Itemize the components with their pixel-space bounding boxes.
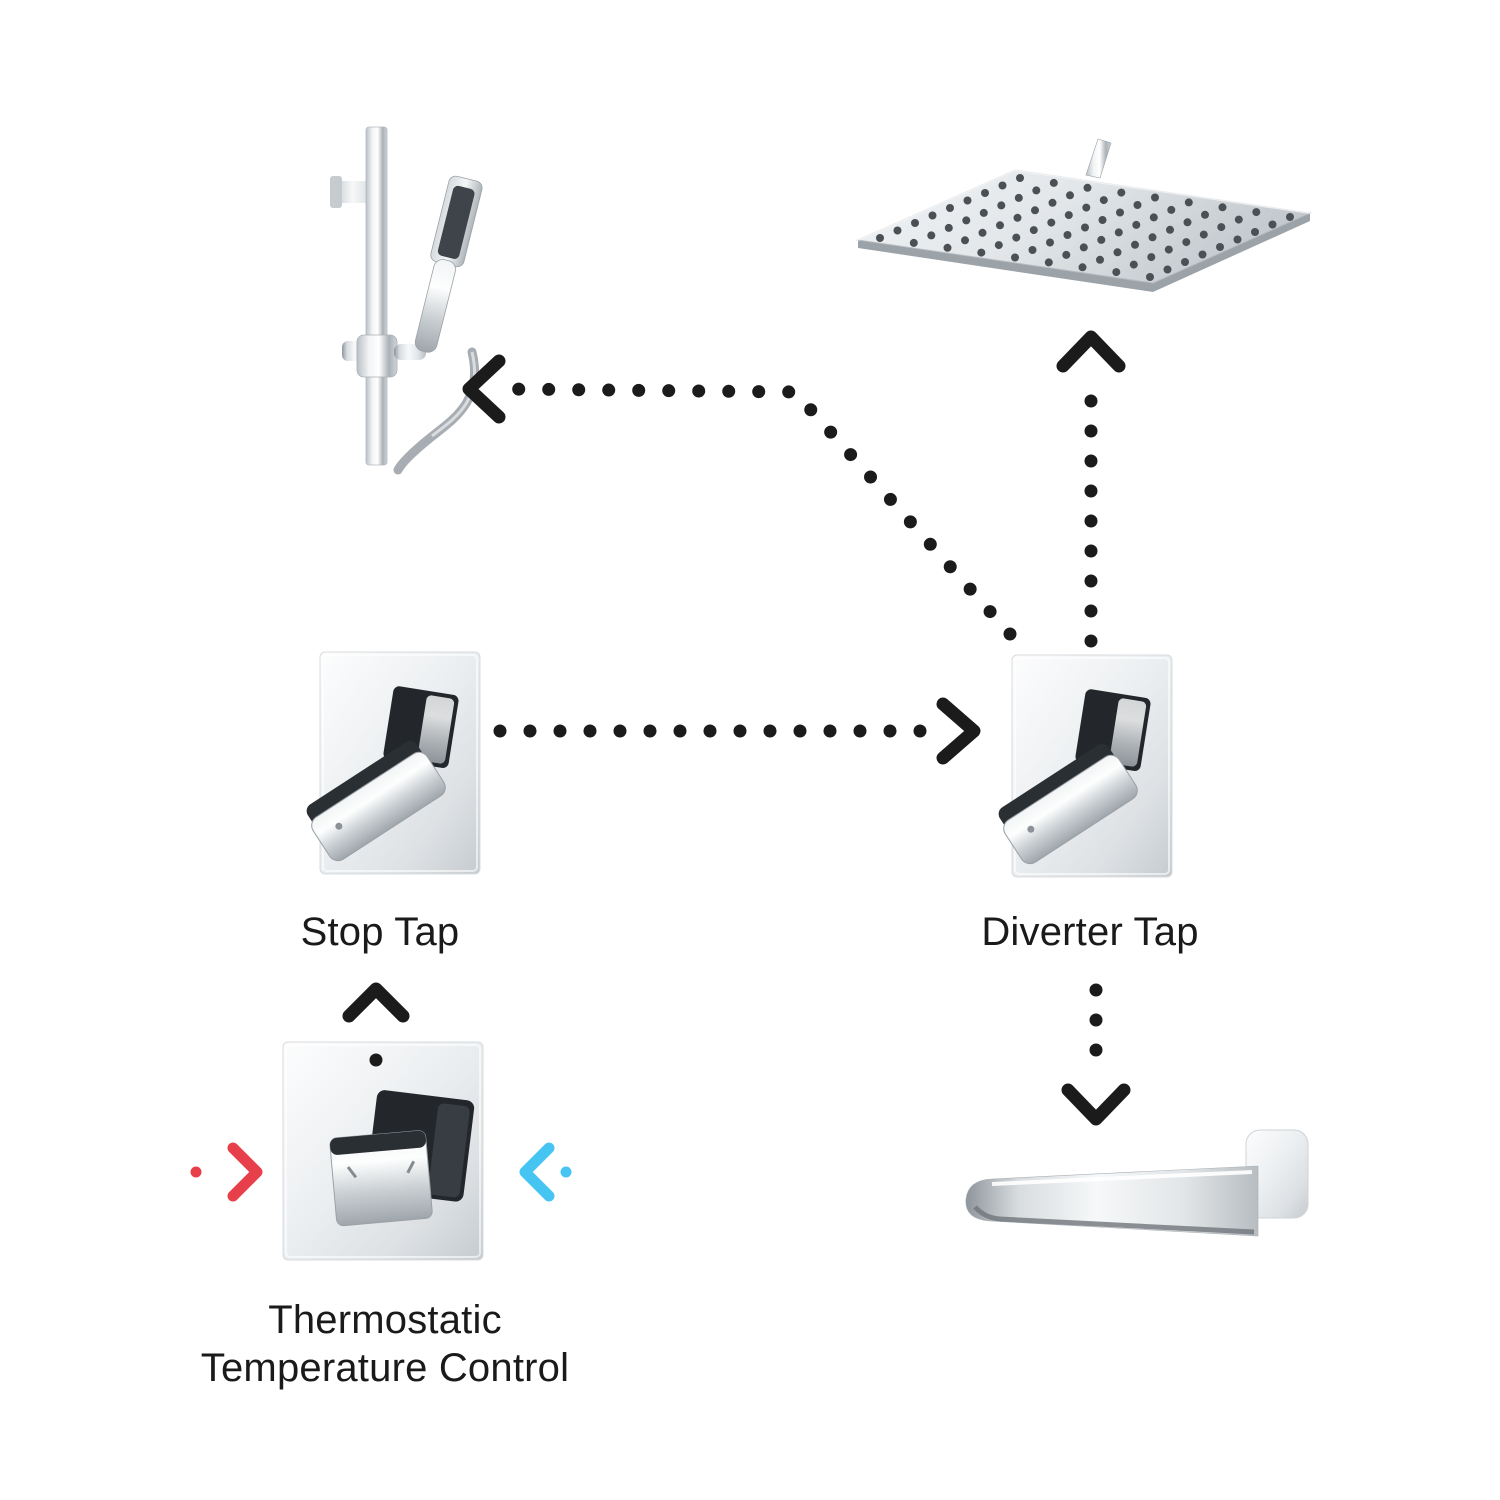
shower-head-mount-stem <box>1085 138 1112 179</box>
thermostatic-label: Thermostatic Temperature Control <box>150 1296 620 1392</box>
stop-tap-label: Stop Tap <box>300 910 460 954</box>
flow-arrow-stop-to-diverter <box>493 697 981 765</box>
stop-tap-valve <box>299 651 481 875</box>
diverter-tap-label: Diverter Tap <box>981 910 1199 954</box>
flow-arrow-thermo-to-stop <box>342 982 410 1067</box>
slide-rail <box>365 126 388 466</box>
arrowhead-up-icon <box>1056 330 1126 373</box>
rain-shower-head <box>856 138 1312 292</box>
bath-spout <box>965 1129 1309 1237</box>
shower-hose <box>393 347 480 475</box>
arrowhead-right-icon <box>936 697 981 765</box>
thermostatic-label-line2: Temperature Control <box>200 1346 570 1390</box>
diverter-tap-valve <box>991 654 1173 878</box>
flow-arrow-diverter-to-spout <box>1061 983 1131 1126</box>
rail-slider <box>356 334 398 378</box>
thermostatic-knob <box>329 1130 433 1227</box>
shower-head-nozzles <box>876 174 1294 281</box>
thermostatic-valve <box>282 1041 484 1261</box>
arrowhead-left-icon <box>462 354 506 424</box>
flow-arrow-diverter-to-head <box>1056 330 1126 648</box>
arrowhead-down-icon <box>1061 1083 1131 1126</box>
flow-arrow-diverter-to-handset <box>462 354 1017 641</box>
hot-inlet-arrow-icon <box>190 1142 263 1202</box>
shower-head-edge <box>858 213 1310 292</box>
thermostatic-label-line1: Thermostatic <box>268 1298 502 1342</box>
hand-shower-rail <box>330 126 483 475</box>
shower-handset <box>414 175 483 353</box>
arrowhead-up-icon <box>342 982 410 1023</box>
cold-inlet-arrow-icon <box>519 1142 596 1202</box>
